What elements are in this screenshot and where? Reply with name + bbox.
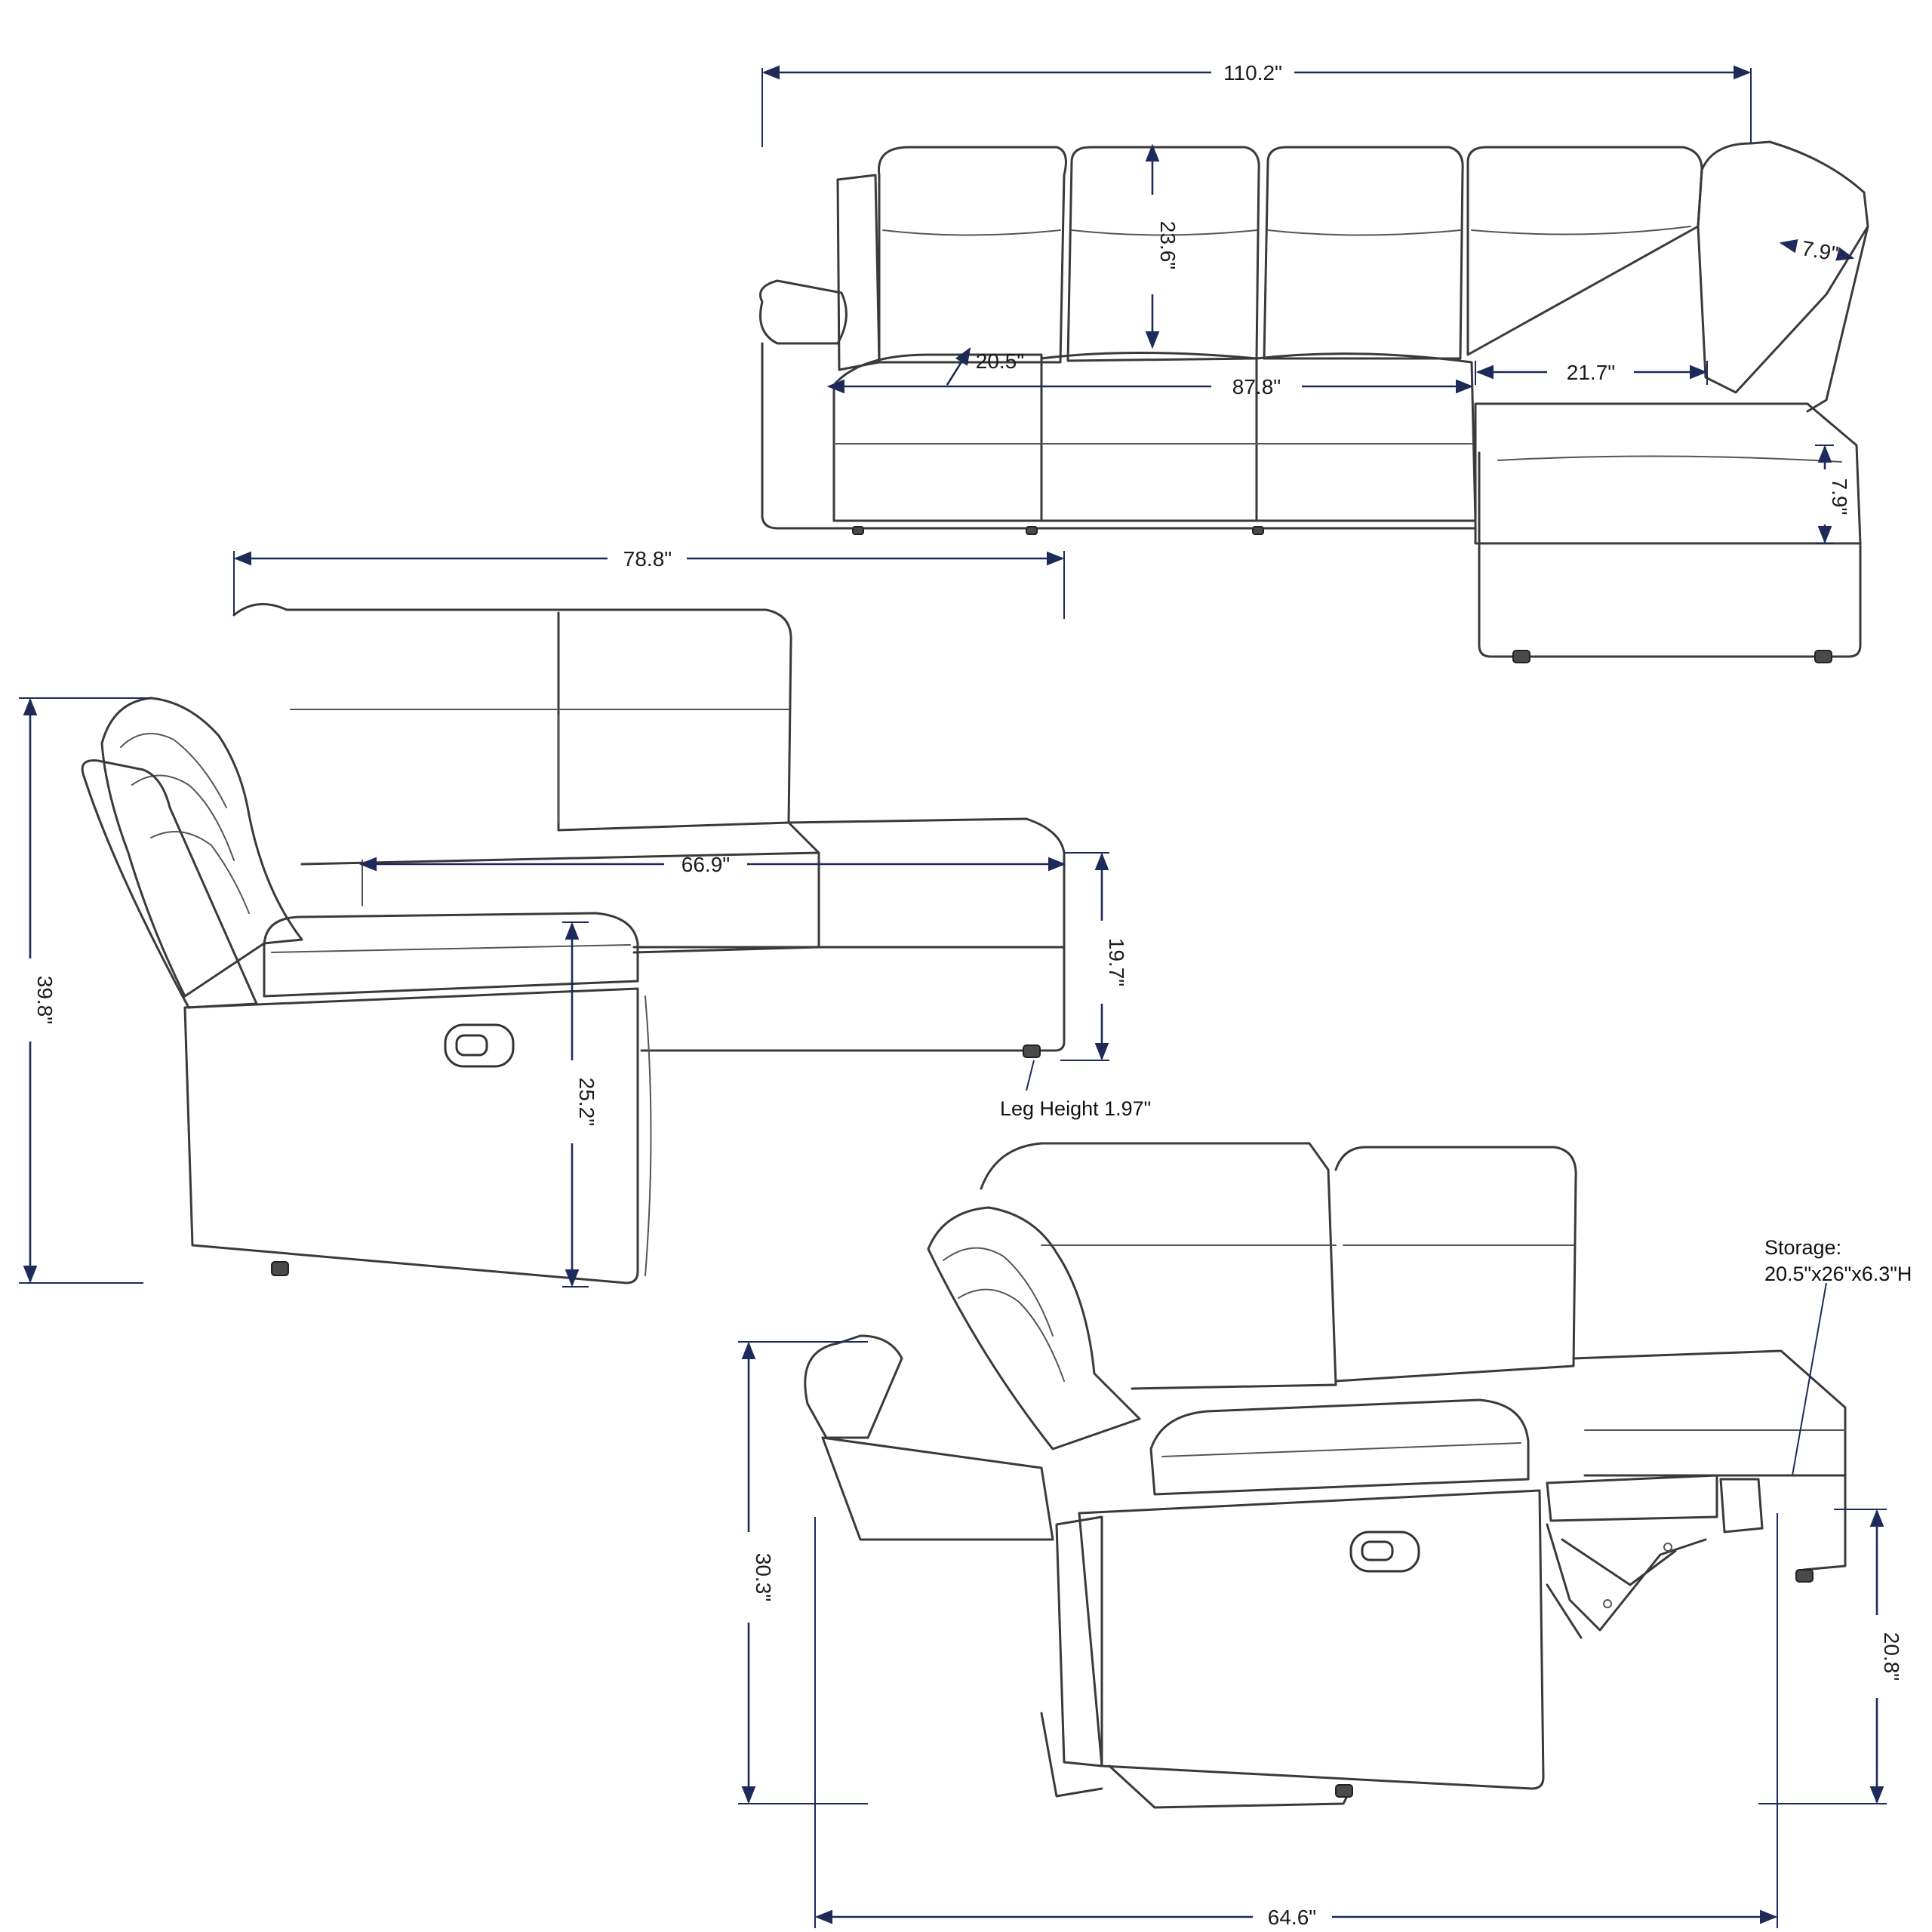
- recline-total-length-dimension: 64.6": [814, 1513, 1778, 1929]
- top-chaise-height-label: 7.9": [1828, 478, 1851, 515]
- recline-footrest-height-dimension: 20.8": [1758, 1509, 1903, 1804]
- top-chaise-width-label: 21.7": [1567, 361, 1615, 384]
- side-arm-height-dimension: 25.2": [562, 921, 598, 1287]
- storage-label: Storage:: [1764, 1236, 1841, 1259]
- leg-height-label: Leg Height 1.97": [1000, 1097, 1151, 1120]
- top-corner-depth-label: 7.9": [1800, 236, 1841, 266]
- top-total-width-label: 110.2": [1223, 61, 1282, 85]
- reclined-view-sectional: [804, 1142, 1847, 1809]
- side-total-width-dimension: 78.8": [233, 547, 1065, 619]
- side-view-sectional: [81, 602, 1066, 1284]
- side-arm-height-label: 25.2": [575, 1078, 598, 1126]
- top-seat-width-dimension: 87.8": [826, 375, 1474, 398]
- recline-total-length-label: 64.6": [1268, 1906, 1316, 1929]
- side-total-height-dimension: 39.8": [19, 697, 151, 1284]
- front-view-sectional: [759, 140, 1869, 663]
- top-total-width-dimension: 110.2": [761, 61, 1752, 147]
- top-back-height-label: 23.6": [1156, 221, 1180, 269]
- recline-height-dimension: 30.3": [738, 1341, 868, 1804]
- side-seat-width-dimension: 66.9": [358, 853, 1066, 876]
- leg-height-callout: Leg Height 1.97": [1000, 1060, 1151, 1120]
- side-seat-width-label: 66.9": [681, 853, 730, 876]
- top-chaise-width-dimension: 21.7": [1475, 361, 1708, 385]
- side-total-width-label: 78.8": [623, 547, 672, 571]
- top-seat-depth-label: 20.5": [976, 349, 1024, 373]
- top-seat-width-label: 87.8": [1232, 375, 1281, 398]
- recline-footrest-height-label: 20.8": [1880, 1632, 1903, 1681]
- side-total-height-label: 39.8": [33, 976, 57, 1024]
- top-back-height-dimension: 23.6": [1145, 143, 1180, 349]
- side-chaise-height-dimension: 19.7": [1060, 852, 1128, 1061]
- side-chaise-height-label: 19.7": [1105, 938, 1128, 986]
- top-seat-depth-dimension: 20.5": [946, 347, 1024, 386]
- top-chaise-height-dimension: 7.9": [1815, 445, 1851, 544]
- recline-height-label: 30.3": [752, 1553, 775, 1601]
- storage-size-label: 20.5"x26"x6.3"H: [1764, 1263, 1912, 1285]
- storage-callout: Storage: 20.5"x26"x6.3"H: [1764, 1236, 1912, 1476]
- top-corner-depth-dimension: 7.9": [1779, 236, 1855, 266]
